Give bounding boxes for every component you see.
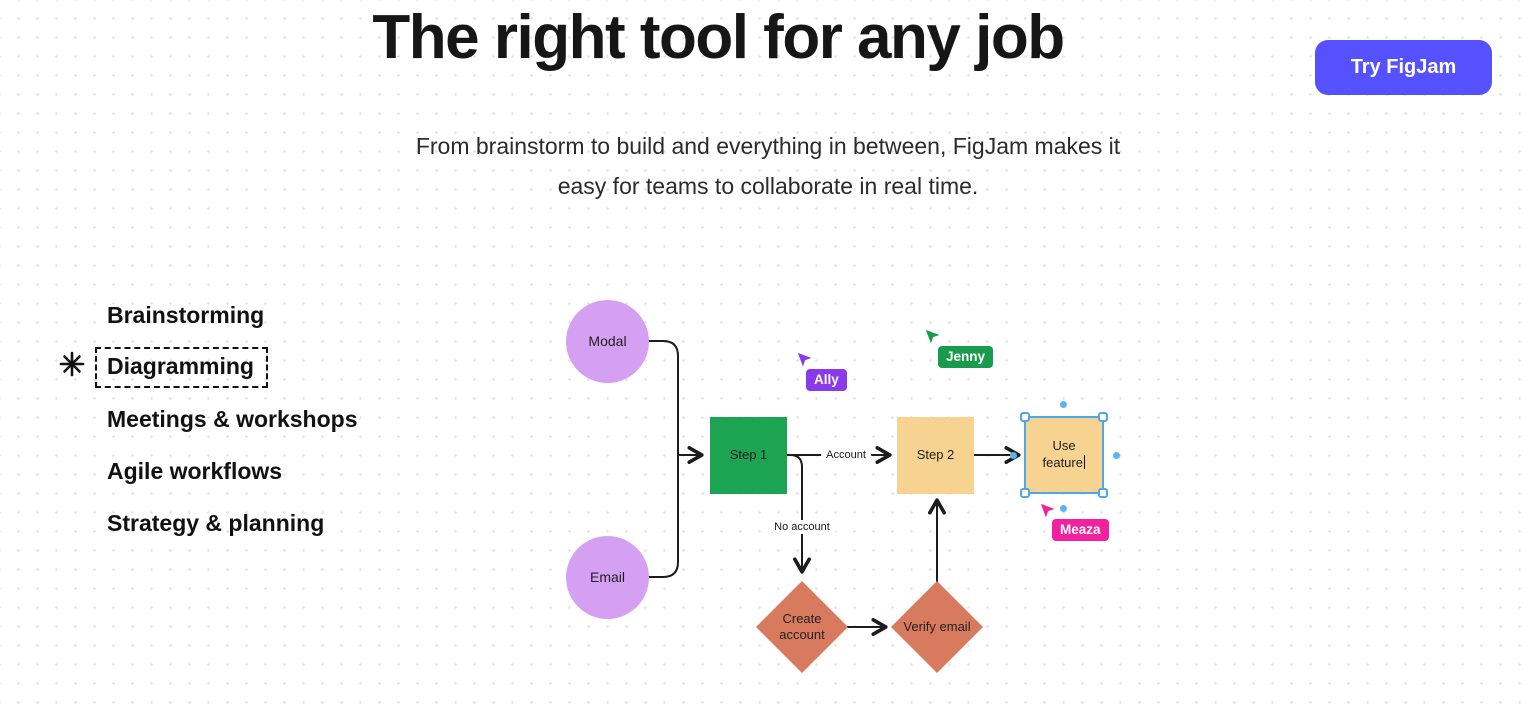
node-label-text: Use feature: [1042, 438, 1083, 470]
tab-strategy-planning[interactable]: Strategy & planning: [107, 497, 357, 549]
page-title: The right tool for any job: [372, 3, 1065, 72]
node-use-feature[interactable]: Use feature: [1020, 412, 1108, 498]
tab-label: Meetings & workshops: [107, 405, 358, 432]
cursor-label-meaza: Meaza: [1052, 519, 1109, 541]
subtitle-line-1: From brainstorm to build and everything …: [415, 133, 1121, 159]
connector-dot-bottom[interactable]: [1060, 505, 1067, 512]
node-create-account[interactable]: Create account: [756, 581, 848, 673]
tab-label: Strategy & planning: [107, 509, 325, 536]
use-case-menu: Brainstorming Diagramming: [59, 289, 357, 549]
node-email[interactable]: Email: [566, 536, 649, 619]
text-caret: [1083, 455, 1086, 469]
tab-agile-workflows[interactable]: Agile workflows: [107, 445, 357, 497]
node-label: Email: [589, 569, 625, 586]
node-verify-email[interactable]: Verify email: [891, 581, 983, 673]
try-figjam-button[interactable]: Try FigJam: [1315, 40, 1492, 95]
tab-brainstorming[interactable]: Brainstorming: [107, 289, 357, 341]
connector-dot-right[interactable]: [1113, 452, 1120, 459]
tab-meetings-workshops[interactable]: Meetings & workshops: [107, 393, 357, 445]
selection-handle-top-left[interactable]: [1020, 412, 1030, 422]
node-modal[interactable]: Modal: [566, 300, 649, 383]
cursor-meaza-icon: [1039, 502, 1058, 521]
connector-dot-top[interactable]: [1060, 401, 1067, 408]
node-label: Step 1: [729, 447, 768, 463]
node-step2[interactable]: Step 2: [897, 417, 974, 494]
connector-dot-left[interactable]: [1010, 452, 1017, 459]
edge-label-account: Account: [821, 448, 871, 462]
node-label: Create account: [779, 610, 825, 642]
cursor-ally-icon: [796, 351, 815, 370]
asterisk-icon: [58, 350, 86, 384]
edge-modal-to-junction: [647, 340, 679, 456]
cursor-jenny-icon: [924, 328, 943, 347]
node-label: Modal: [588, 333, 627, 350]
node-step1[interactable]: Step 1: [710, 417, 787, 494]
active-tab-box: Diagramming: [59, 346, 268, 388]
tab-diagramming[interactable]: Diagramming: [59, 341, 357, 393]
node-label: Step 2: [916, 447, 955, 463]
selection-handle-top-right[interactable]: [1098, 412, 1108, 422]
edge-step1-to-create-account: [789, 454, 811, 574]
tab-label: Brainstorming: [107, 301, 265, 328]
edge-label-no-account: No account: [769, 520, 835, 534]
node-label: Use feature: [1033, 438, 1095, 472]
tab-label: Diagramming: [107, 352, 254, 379]
tab-label: Agile workflows: [107, 457, 283, 484]
node-label: Verify email: [903, 618, 971, 634]
selection-handle-bottom-left[interactable]: [1020, 488, 1030, 498]
selection-handle-bottom-right[interactable]: [1098, 488, 1108, 498]
subtitle-line-2: easy for teams to collaborate in real ti…: [557, 173, 979, 199]
page-subtitle: From brainstorm to build and everything …: [0, 126, 1536, 206]
cursor-label-ally: Ally: [806, 369, 847, 391]
edge-email-to-junction: [647, 454, 679, 578]
cursor-label-jenny: Jenny: [938, 346, 994, 368]
